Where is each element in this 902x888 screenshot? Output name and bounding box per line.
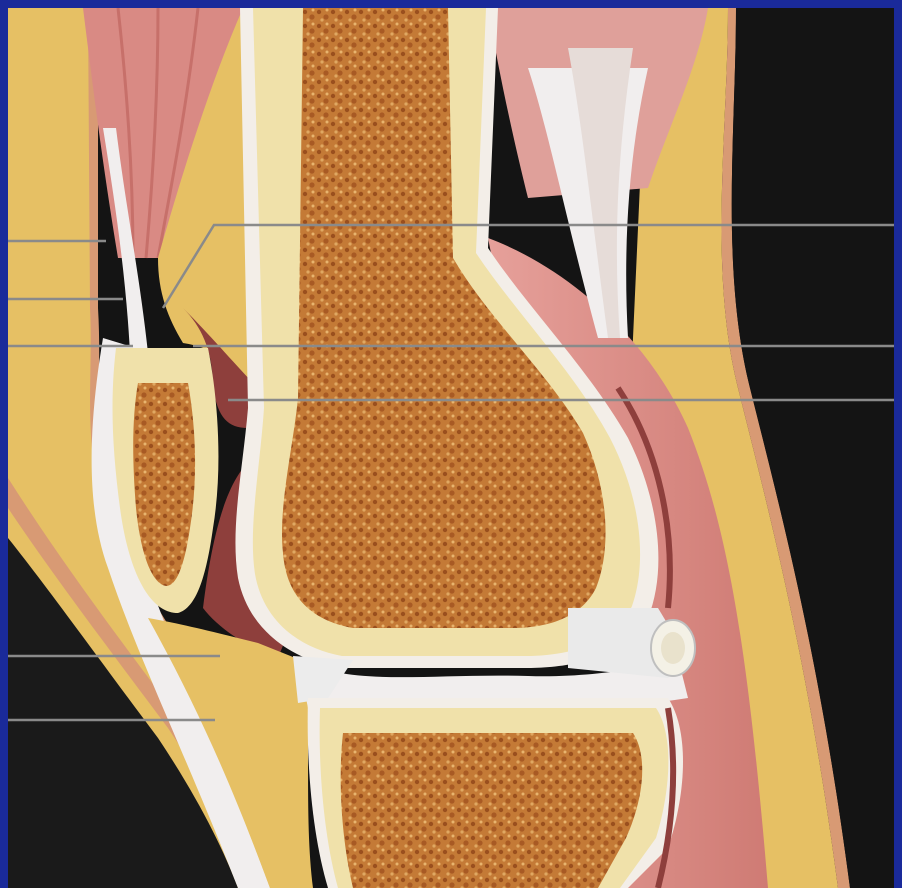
fabella-inner (661, 632, 685, 664)
knee-sagittal-illustration (8, 8, 894, 888)
tibia-marrow (341, 733, 643, 888)
